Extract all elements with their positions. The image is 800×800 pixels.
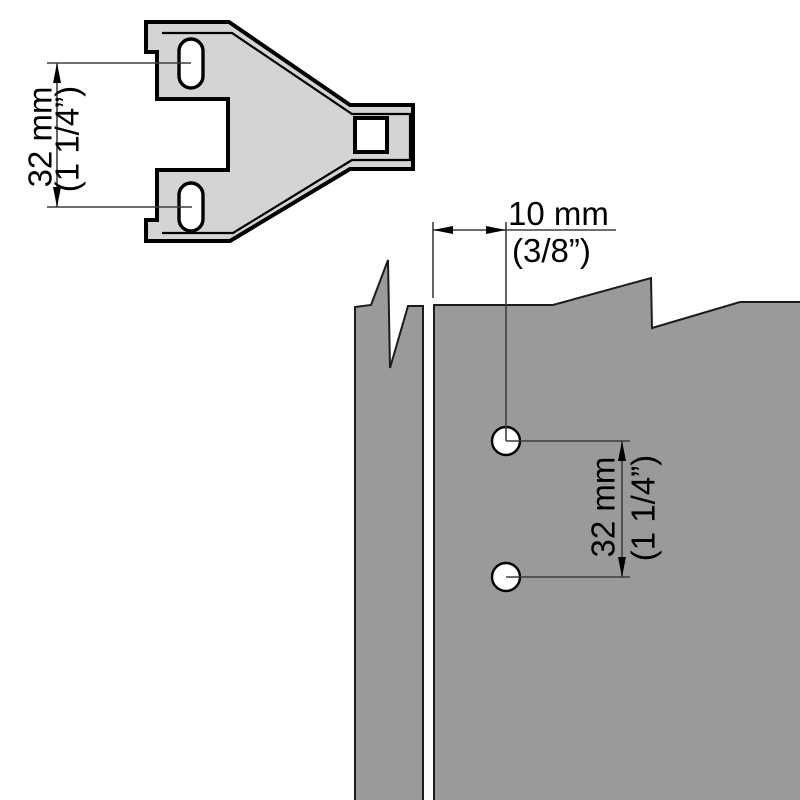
arrowhead-down-icon xyxy=(618,557,626,577)
arrowhead-left-icon xyxy=(433,226,453,234)
spacing-label-metric: 32 mm xyxy=(585,457,622,558)
mounting-bracket xyxy=(144,20,415,243)
saw-blade xyxy=(354,259,800,800)
bracket-square-hole xyxy=(353,116,389,154)
blade-body xyxy=(433,276,800,800)
offset-label-metric: 10 mm xyxy=(508,195,609,232)
arrowhead-down-icon xyxy=(53,187,61,207)
blade-strip-with-break xyxy=(354,259,424,800)
spacing-label-imperial: (1 1/4”) xyxy=(625,455,662,561)
hole-offset-dimension: 10 mm (3/8”) xyxy=(432,195,616,441)
bracket-outline xyxy=(144,20,415,243)
arrowhead-up-icon xyxy=(618,441,626,461)
arrowhead-up-icon xyxy=(53,63,61,83)
arrowhead-right-icon xyxy=(486,226,506,234)
hole-spacing-dimension: 32 mm (1 1/4”) xyxy=(506,440,662,578)
dimension-label-imperial: (1 1/4”) xyxy=(49,86,86,192)
offset-label-imperial: (3/8”) xyxy=(512,232,591,269)
bracket-slot-spacing-dimension: 32 mm (1 1/4”) xyxy=(22,62,192,208)
bracket-flange-contour xyxy=(162,31,412,235)
dimension-label-metric: 32 mm xyxy=(22,87,59,188)
